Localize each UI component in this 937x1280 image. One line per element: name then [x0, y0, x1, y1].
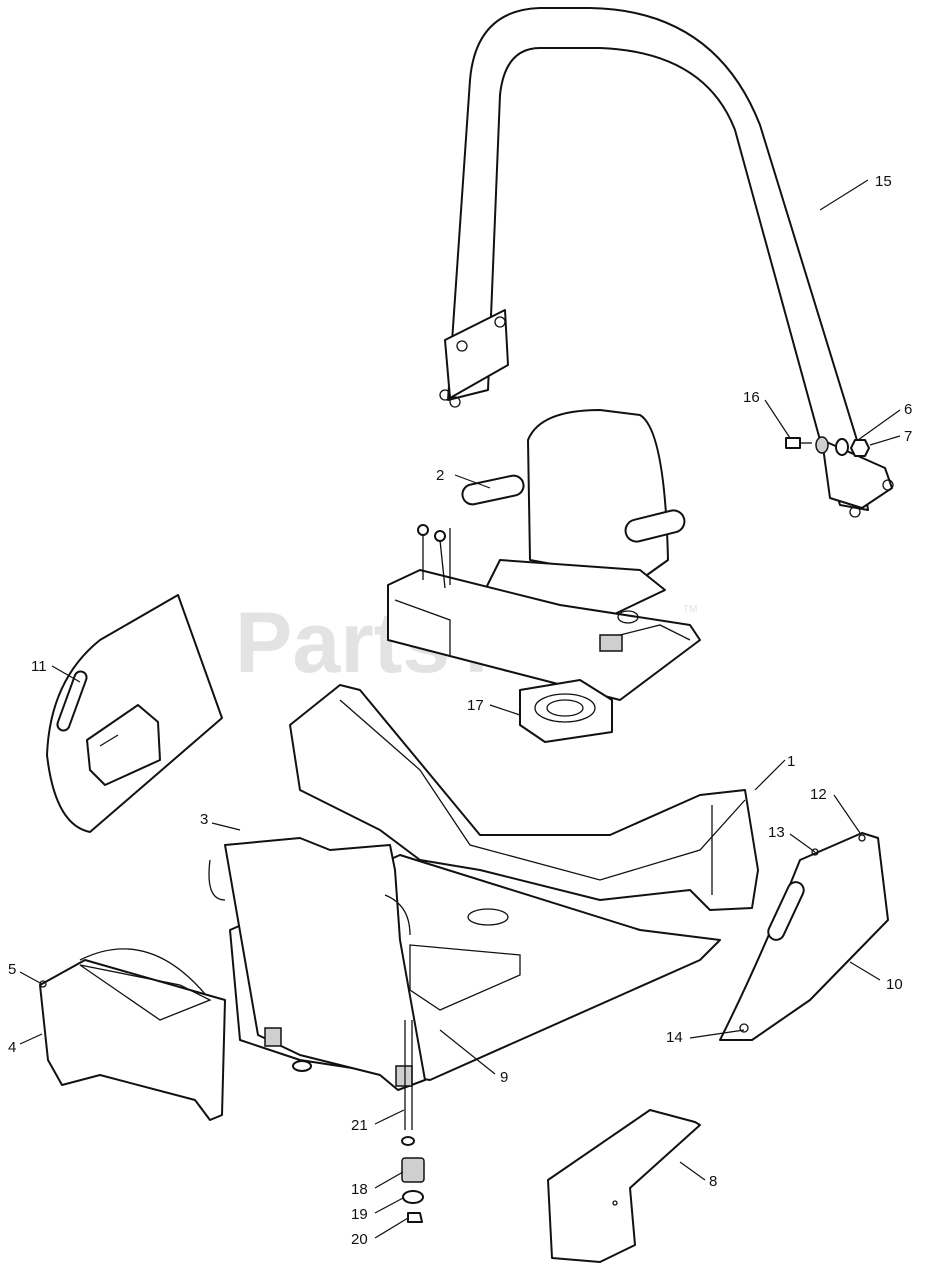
- main-frame-part: [289, 684, 759, 911]
- front-cover-part: [39, 948, 226, 1121]
- isolator-mount-hardware: [401, 1020, 425, 1223]
- callout-13: 13: [768, 824, 785, 841]
- callout-17: 17: [467, 697, 484, 714]
- front-plate-part: [208, 837, 426, 1091]
- right-side-panel-part: [719, 832, 889, 1041]
- callout-8: 8: [709, 1173, 717, 1190]
- callout-6: 6: [904, 401, 912, 418]
- callout-5: 5: [8, 961, 16, 978]
- seat-suspension-part: [519, 679, 613, 743]
- callout-14: 14: [666, 1029, 683, 1046]
- callout-20: 20: [351, 1231, 368, 1248]
- callout-leaders: [19, 179, 901, 1239]
- callout-15: 15: [875, 173, 892, 190]
- callout-2: 2: [436, 467, 444, 484]
- callout-16: 16: [743, 389, 760, 406]
- callout-1: 1: [787, 753, 795, 770]
- callout-12: 12: [810, 786, 827, 803]
- roll-bar-part: [439, 7, 894, 518]
- left-side-panel-part: [46, 594, 223, 833]
- watermark-trademark: TM: [683, 604, 697, 615]
- callout-11: 11: [31, 658, 47, 675]
- callout-10: 10: [886, 976, 903, 993]
- callout-21: 21: [351, 1117, 368, 1134]
- callout-4: 4: [8, 1039, 16, 1056]
- callout-19: 19: [351, 1206, 368, 1223]
- callout-18: 18: [351, 1181, 368, 1198]
- callout-3: 3: [200, 811, 208, 828]
- callout-9: 9: [500, 1069, 508, 1086]
- hardware-bolt-washer-nut: [785, 436, 870, 457]
- rear-panel-part: [547, 1109, 701, 1263]
- callout-7: 7: [904, 428, 912, 445]
- seat-assembly-part: [387, 409, 701, 701]
